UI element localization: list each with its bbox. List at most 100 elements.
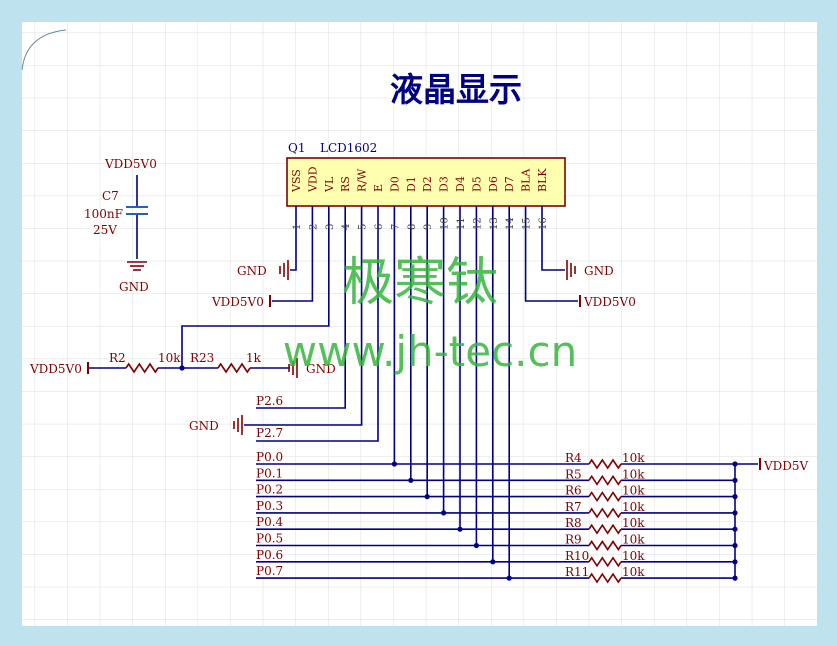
bus-junction-7: [506, 575, 512, 581]
e-wire: [256, 236, 379, 442]
rw-wire: [244, 236, 363, 426]
bla-power-label: VDD5V0: [583, 295, 636, 309]
pullup-R7-zigzag: [588, 507, 622, 519]
lcd-pin-8-name: D1: [405, 176, 418, 192]
bus-junction-4: [457, 526, 463, 532]
pullup-R8-ref: R8: [565, 516, 582, 530]
lcd-part-number: LCD1602: [320, 141, 377, 155]
net-label-P0-6: P0.6: [256, 548, 283, 562]
bus-junction-6: [490, 559, 496, 565]
blk-wire: [541, 236, 565, 271]
vdd-power-label: VDD5V0: [211, 295, 264, 309]
lcd-pin-13-number: 13: [489, 217, 500, 230]
pullup-R11-ref: R11: [565, 565, 589, 579]
net-label-p2-7: P2.7: [256, 426, 283, 440]
pullup-R5-zigzag: [588, 474, 622, 486]
lcd-pin-16-number: 16: [538, 217, 549, 230]
pullup-R11-value: 10k: [622, 565, 645, 579]
lcd-pin-14-name: D7: [503, 176, 516, 192]
blk-ground-label: GND: [584, 264, 614, 278]
lcd-pin-7-number: 7: [390, 224, 401, 230]
lcd-pin-16-name: BLK: [536, 168, 549, 192]
c7-ref: C7: [102, 189, 119, 203]
r2-value: 10k: [158, 351, 181, 365]
bus-junction-2: [424, 494, 430, 500]
divider-ground-symbol: [288, 358, 298, 378]
lcd-pin-5-name: R/W: [356, 168, 369, 192]
lcd-pin-9-number: 9: [423, 224, 434, 230]
wires: [88, 175, 758, 581]
c7-ground-label: GND: [119, 280, 149, 294]
rs-wire: [256, 236, 347, 409]
lcd-pin-5-number: 5: [358, 224, 369, 230]
r2-zigzag: [125, 362, 159, 374]
r2-ref: R2: [109, 351, 126, 365]
lcd-pin-12-name: D5: [470, 176, 483, 192]
net-label-P0-5: P0.5: [256, 532, 283, 546]
rw-ground-symbol: [233, 415, 243, 435]
net-label-P0-7: P0.7: [256, 564, 283, 578]
lcd-pin-15-name: BLA: [520, 168, 533, 192]
c7-ground-symbol: [127, 261, 147, 271]
lcd-pin-8-number: 8: [407, 224, 418, 230]
pullup-R6-ref: R6: [565, 484, 582, 498]
pullup-R10-zigzag: [588, 556, 622, 568]
lcd-body: [286, 157, 566, 207]
r23-value: 1k: [246, 351, 262, 365]
blk-ground-symbol: [566, 260, 576, 280]
vl-wire: [181, 236, 330, 368]
lcd-pin-7-name: D0: [388, 176, 401, 192]
lcd-pin-2-number: 2: [308, 224, 319, 230]
pullup-power-label: VDD5V: [763, 459, 809, 473]
pullup-R9-value: 10k: [622, 533, 645, 547]
bla-wire: [524, 236, 578, 302]
lcd-pin-9-name: D2: [421, 176, 434, 192]
pullup-R9-ref: R9: [565, 533, 582, 547]
lcd-pin-13-name: D6: [487, 176, 500, 192]
bus-junction-0: [391, 461, 397, 467]
page-title: 液晶显示: [390, 70, 522, 109]
divider-ground-label: GND: [306, 362, 336, 376]
sheet-grid: [22, 22, 817, 626]
pullup-R10-value: 10k: [622, 549, 645, 563]
pullup-R6-zigzag: [588, 491, 622, 503]
sheet-border-corner: [21, 29, 67, 71]
bus-junction-1: [408, 477, 414, 483]
lcd-pin-14-number: 14: [505, 217, 516, 230]
lcd-designator: Q1: [288, 141, 305, 155]
lcd-pin-1-number: 1: [292, 224, 303, 230]
r23-ref: R23: [190, 351, 214, 365]
lcd-pin-11-name: D4: [454, 176, 467, 192]
bus-junction-3: [441, 510, 447, 516]
net-label-p2-6: P2.6: [256, 394, 283, 408]
pullup-R7-value: 10k: [622, 500, 645, 514]
pullup-R7-ref: R7: [565, 500, 582, 514]
net-label-P0-4: P0.4: [256, 515, 284, 529]
lcd-pin-10-number: 10: [440, 217, 451, 230]
lcd-pin-4-name: RS: [339, 176, 352, 192]
vdd-wire: [272, 236, 314, 302]
net-label-P0-1: P0.1: [256, 466, 283, 480]
components: [87, 157, 761, 584]
lcd-pin-15-number: 15: [522, 217, 533, 230]
lcd-pin-10-name: D3: [438, 176, 451, 192]
vss-wire: [290, 236, 297, 271]
vss-ground-symbol: [279, 260, 289, 280]
net-label-P0-0: P0.0: [256, 450, 283, 464]
lcd-pin-3-name: VL: [323, 176, 336, 193]
pullup-R4-value: 10k: [622, 451, 645, 465]
r23-zigzag: [217, 362, 251, 374]
lcd-pin-6-number: 6: [374, 224, 385, 230]
rw-ground-label: GND: [189, 419, 219, 433]
watermark-url: www.jh-tec.cn: [283, 327, 577, 376]
c7-top-net-label: VDD5V0: [104, 157, 157, 171]
pullup-R5-value: 10k: [622, 467, 645, 481]
pullup-R5-ref: R5: [565, 467, 582, 481]
watermark: 极寒钛 www.jh-tec.cn: [283, 253, 577, 376]
lcd-pin-11-number: 11: [456, 217, 467, 230]
bus-junction-5: [473, 542, 479, 549]
divider-power-label: VDD5V0: [29, 362, 82, 376]
